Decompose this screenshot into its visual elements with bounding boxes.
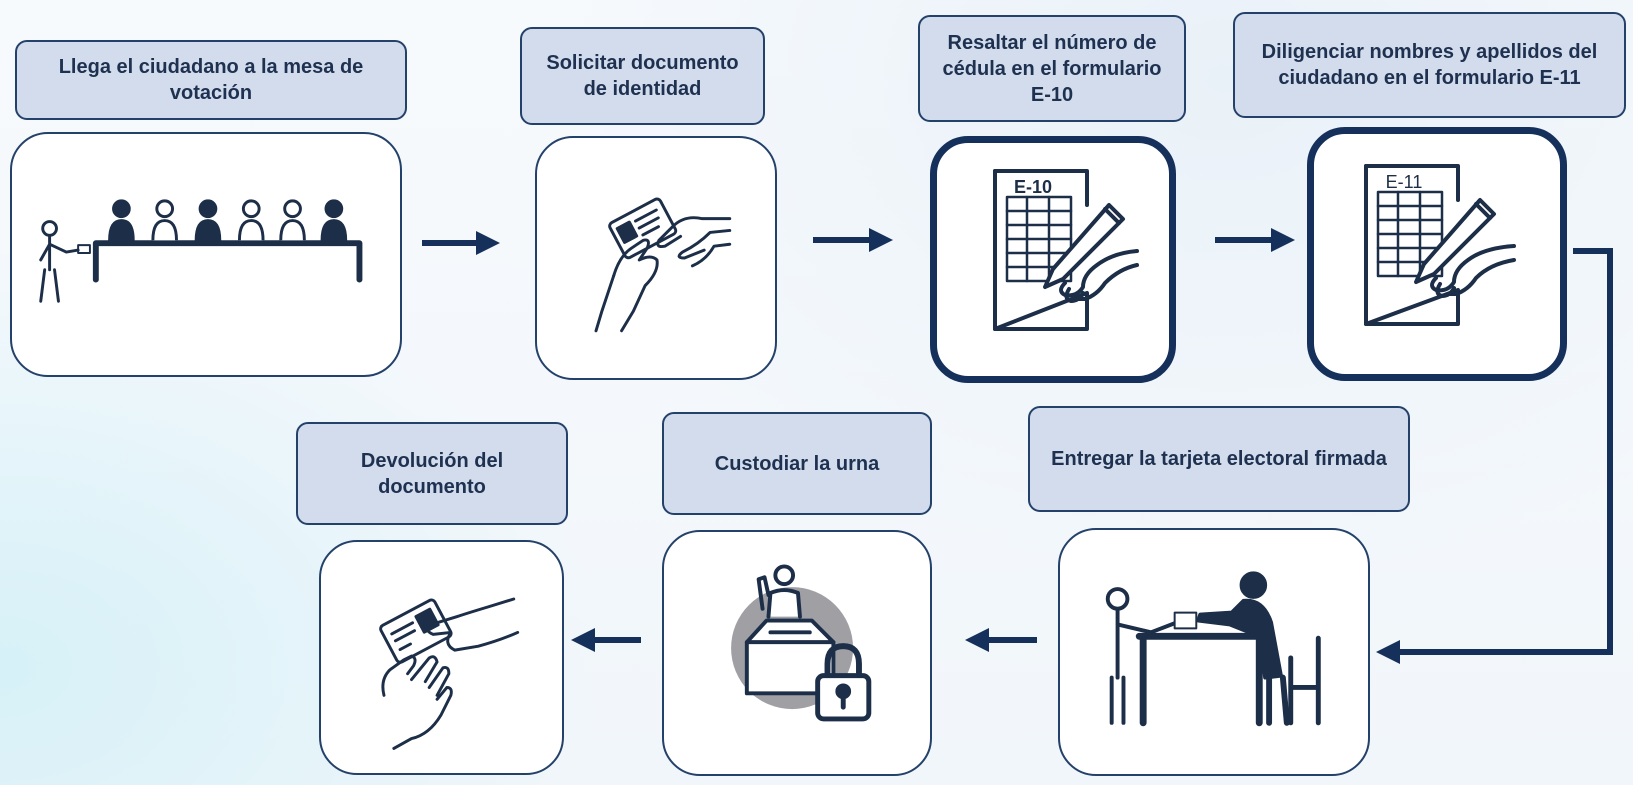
form-e11-writing-icon: E-11	[1364, 164, 1516, 326]
ballot-box-lock-icon	[731, 564, 872, 722]
step-6-label: Custodiar la urna	[662, 412, 932, 515]
step-2-card	[535, 136, 777, 380]
step-3-label: Resaltar el número de cédula en el formu…	[918, 15, 1186, 122]
step-7-label: Devolución del documento	[296, 422, 568, 525]
hand-id-card-icon	[594, 197, 732, 333]
form-e10-writing-icon: E-10	[993, 169, 1139, 331]
step-6-card	[662, 530, 932, 776]
step-4-card: E-11	[1307, 127, 1567, 381]
return-document-icon	[379, 597, 520, 750]
step-4-label: Diligenciar nombres y apellidos del ciud…	[1233, 12, 1626, 118]
step-5-label: Entregar la tarjeta electoral firmada	[1028, 406, 1410, 512]
step-2-label: Solicitar documento de identidad	[520, 27, 765, 125]
handing-ballot-icon	[1088, 559, 1340, 743]
form-code: E-11	[1386, 172, 1423, 192]
step-3-card: E-10	[930, 136, 1176, 383]
step-1-label: Llega el ciudadano a la mesa de votación	[15, 40, 407, 120]
step-1-card	[10, 132, 402, 377]
voting-table-icon	[39, 199, 363, 303]
step-7-card	[319, 540, 564, 775]
form-code: E-10	[1014, 177, 1052, 197]
step-5-card	[1058, 528, 1370, 776]
